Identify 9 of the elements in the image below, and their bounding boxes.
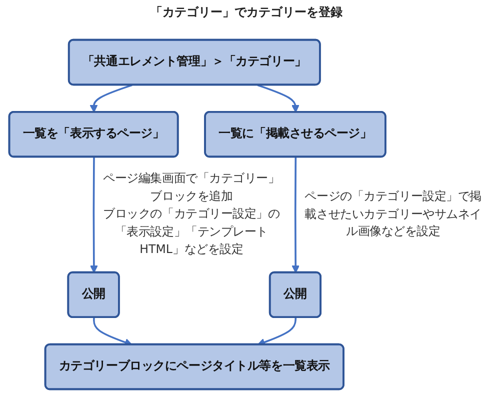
arrow <box>90 84 132 113</box>
arrow <box>292 157 300 274</box>
node-label: ページの「カテゴリー設定」で掲載させたいカテゴリーやサムネイル画像などを設定 <box>304 190 482 239</box>
node-label: ページ編集画面で「カテゴリー」ブロックを追加 <box>103 172 280 204</box>
arrow <box>90 157 98 274</box>
arrow <box>257 84 300 113</box>
flowchart: 「共通エレメント管理」＞「カテゴリー」 一覧を「表示するページ」 一覧に「掲載させるページ」 ページ編集画面で「カテゴリー」ブロックを追加 ブロックの「カテゴリー設定」の「表示設定」「テンプレートHTML」などを設定 ページの「カテゴリー設定」で掲載させたいカテゴリーやサムネイル画像などを設定 公開 公開 カテゴリーブロックにページタイトル等を一覧表示 <box>2 23 491 406</box>
node-label: ブロックの「カテゴリー設定」の「表示設定」「テンプレートHTML」などを設定 <box>103 207 280 256</box>
note-text: 「カテゴリー」でカテゴリーを登録 <box>150 4 342 21</box>
